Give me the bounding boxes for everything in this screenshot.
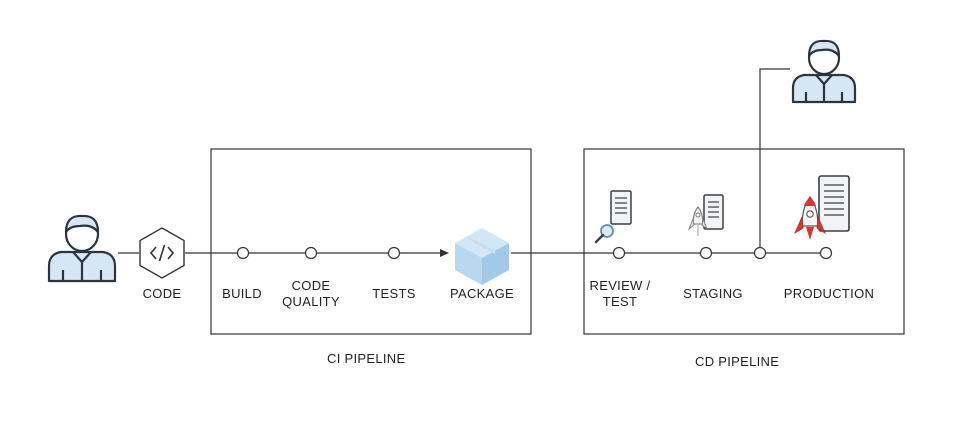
operator-connector bbox=[759, 68, 790, 253]
ci-pipeline-box bbox=[210, 148, 532, 335]
review-server-icon bbox=[594, 190, 632, 244]
node-operator bbox=[753, 246, 767, 260]
ci-pipeline-caption: CI PIPELINE bbox=[327, 351, 406, 366]
code-quality-label-line2: QUALITY bbox=[282, 294, 340, 309]
operator-icon bbox=[791, 39, 857, 104]
code-label: CODE bbox=[142, 286, 182, 301]
node-tests bbox=[387, 246, 401, 260]
package-cube-icon bbox=[455, 228, 509, 285]
flow-arrowhead bbox=[440, 249, 449, 257]
node-production bbox=[819, 246, 833, 260]
package-label: PACKAGE bbox=[450, 286, 514, 301]
node-build bbox=[236, 246, 250, 260]
cd-pipeline-box bbox=[583, 148, 905, 335]
code-icon bbox=[139, 227, 185, 279]
staging-label: STAGING bbox=[683, 286, 743, 301]
node-code-quality bbox=[304, 246, 318, 260]
review-test-label-line2: TEST bbox=[602, 294, 638, 309]
staging-server-icon bbox=[687, 194, 724, 236]
tests-label: TESTS bbox=[372, 286, 416, 301]
review-test-label-line1: REVIEW / bbox=[589, 278, 651, 293]
build-label: BUILD bbox=[222, 286, 262, 301]
production-server-icon bbox=[794, 175, 850, 240]
production-label: PRODUCTION bbox=[783, 286, 875, 301]
node-staging bbox=[699, 246, 713, 260]
node-review bbox=[612, 246, 626, 260]
code-quality-label-line1: CODE bbox=[291, 278, 331, 293]
cd-pipeline-caption: CD PIPELINE bbox=[695, 354, 780, 369]
developer-icon bbox=[47, 214, 117, 283]
